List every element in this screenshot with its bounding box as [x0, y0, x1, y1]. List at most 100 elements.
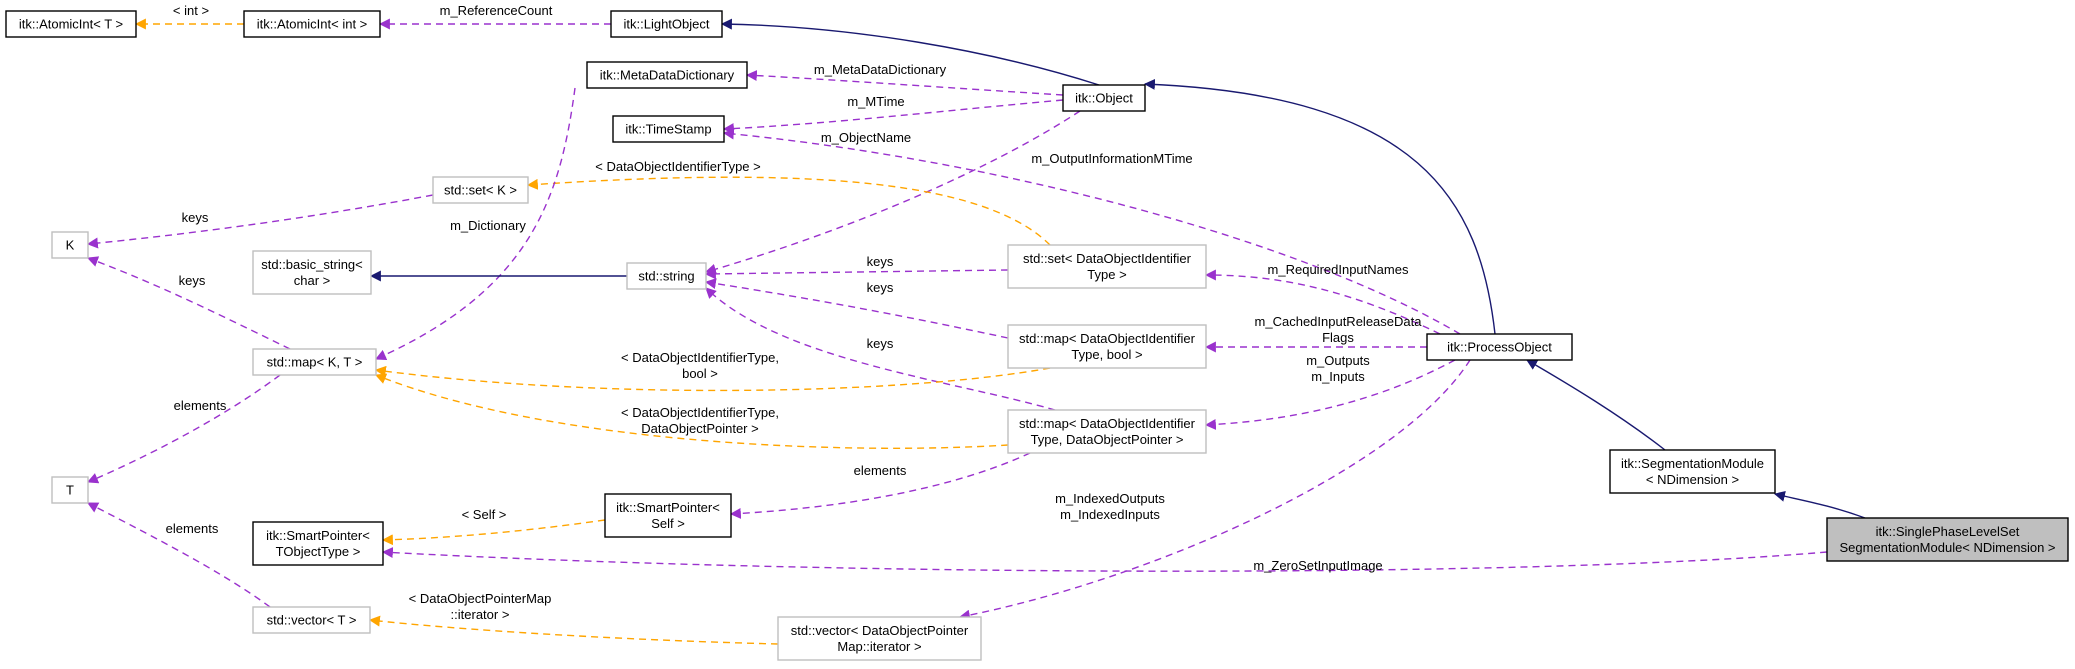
class-name: K — [66, 238, 75, 253]
class-name: std::map< K, T > — [267, 355, 363, 370]
class-node-basicString[interactable]: std::basic_string<char > — [252, 250, 372, 295]
class-node-object[interactable]: itk::Object — [1062, 84, 1146, 112]
edge-line — [722, 99, 1064, 135]
class-box — [1007, 324, 1207, 369]
edge-mapDOIPtr-to-stdString: keys — [705, 287, 1056, 411]
edge-line — [368, 615, 779, 645]
class-box — [1826, 517, 2069, 562]
class-box — [243, 10, 381, 38]
edge-object-to-timeStamp: m_MTime — [722, 94, 1064, 135]
edge-label: < int > — [173, 3, 209, 18]
edge-label-line: keys — [867, 254, 894, 269]
edge-label-line: keys — [867, 280, 894, 295]
edge-singlePhase-to-smartTObj: m_ZeroSetInputImage — [381, 547, 1828, 573]
edge-line — [1526, 359, 1666, 451]
edge-label: keys — [182, 210, 209, 225]
edge-line — [722, 128, 1461, 335]
edge-line — [1204, 269, 1441, 335]
class-node-timeStamp[interactable]: itk::TimeStamp — [612, 115, 725, 143]
class-node-processObject[interactable]: itk::ProcessObject — [1426, 333, 1573, 361]
edge-label: keys — [867, 280, 894, 295]
class-name-line: std::set< K > — [444, 183, 517, 198]
class-name: itk::Object — [1075, 91, 1133, 106]
class-node-metaDict[interactable]: itk::MetaDataDictionary — [586, 61, 748, 89]
class-box — [432, 176, 529, 204]
edge-label-line: DataObjectPointer > — [641, 421, 758, 436]
edge-mapDOIPtr-to-mapKT: < DataObjectIdentifierType,DataObjectPoi… — [374, 373, 1009, 449]
edge-label-line: m_OutputInformationMTime — [1031, 151, 1192, 166]
edge-label: elements — [174, 398, 227, 413]
class-node-smartSelf[interactable]: itk::SmartPointer<Self > — [604, 493, 732, 538]
class-name: itk::SmartPointer<TObjectType > — [266, 528, 370, 559]
edge-processObject-to-setDOI: m_RequiredInputNames — [1204, 262, 1441, 335]
class-name-line: std::vector< T > — [267, 613, 357, 628]
class-name-line: itk::SmartPointer< — [616, 500, 720, 515]
class-node-setK[interactable]: std::set< K > — [432, 176, 529, 204]
edge-line — [374, 365, 1051, 392]
class-node-atomicT[interactable]: itk::AtomicInt< T > — [5, 10, 137, 38]
class-name: itk::MetaDataDictionary — [600, 68, 735, 83]
class-box — [252, 348, 377, 376]
class-name: itk::AtomicInt< int > — [257, 17, 368, 32]
class-name-line: std::map< K, T > — [267, 355, 363, 370]
class-name-line: itk::TimeStamp — [625, 122, 711, 137]
edge-label-line: < DataObjectIdentifierType > — [595, 159, 760, 174]
edge-object-to-stdString: m_ObjectName — [704, 110, 1081, 275]
class-name-line: SegmentationModule< NDimension > — [1839, 540, 2055, 555]
edge-line — [86, 374, 281, 484]
class-name-line: std::map< DataObjectIdentifier — [1019, 416, 1196, 431]
class-node-atomicInt[interactable]: itk::AtomicInt< int > — [243, 10, 381, 38]
edge-label-line: m_Inputs — [1311, 369, 1365, 384]
class-node-vectorT[interactable]: std::vector< T > — [252, 606, 371, 634]
class-name-line: itk::SegmentationModule — [1621, 456, 1764, 471]
class-node-segModule[interactable]: itk::SegmentationModule< NDimension > — [1609, 449, 1776, 494]
class-name-line: std::vector< DataObjectPointer — [791, 623, 969, 638]
class-node-stdString[interactable]: std::string — [626, 262, 707, 290]
class-name: std::basic_string<char > — [261, 257, 363, 288]
class-name-line: itk::AtomicInt< T > — [19, 17, 123, 32]
edge-label: m_ReferenceCount — [440, 3, 553, 18]
class-node-mapKT[interactable]: std::map< K, T > — [252, 348, 377, 376]
edge-segModule-to-processObject — [1526, 359, 1666, 451]
class-box — [626, 262, 707, 290]
edge-label-line: m_ReferenceCount — [440, 3, 553, 18]
edge-label-line: m_ZeroSetInputImage — [1253, 558, 1382, 573]
edge-line — [381, 519, 606, 546]
edge-label-line: < DataObjectIdentifierType, — [621, 350, 779, 365]
class-name: itk::SmartPointer<Self > — [616, 500, 720, 531]
edge-label: keys — [179, 273, 206, 288]
edge-label: elements — [166, 521, 219, 536]
nodes-layer: itk::AtomicInt< T > itk::AtomicInt< int >… — [5, 10, 2069, 661]
edge-processObject-to-timeStamp: m_OutputInformationMTime — [722, 128, 1461, 335]
class-name: itk::SegmentationModule< NDimension > — [1621, 456, 1764, 487]
class-name: std::string — [638, 269, 694, 284]
class-name: itk::AtomicInt< T > — [19, 17, 123, 32]
edge-line — [87, 502, 271, 608]
class-name-line: Type, DataObjectPointer > — [1031, 432, 1184, 447]
edge-vectorDOP-to-vectorT: < DataObjectPointerMap::iterator > — [368, 591, 779, 645]
class-name: itk::TimeStamp — [625, 122, 711, 137]
class-node-K[interactable]: K — [51, 231, 89, 259]
edge-line — [86, 194, 434, 249]
edge-label: < DataObjectIdentifierType,bool > — [621, 350, 779, 381]
edge-label: < DataObjectIdentifierType > — [595, 159, 760, 174]
edge-object-to-metaDict: m_MetaDataDictionary — [745, 62, 1064, 96]
edge-label-line: keys — [867, 336, 894, 351]
class-node-T[interactable]: T — [51, 476, 89, 504]
class-node-smartTObj[interactable]: itk::SmartPointer<TObjectType > — [252, 521, 384, 566]
class-node-lightObject[interactable]: itk::LightObject — [610, 10, 723, 38]
edge-label: m_ObjectName — [821, 130, 911, 145]
edge-label: elements — [854, 463, 907, 478]
